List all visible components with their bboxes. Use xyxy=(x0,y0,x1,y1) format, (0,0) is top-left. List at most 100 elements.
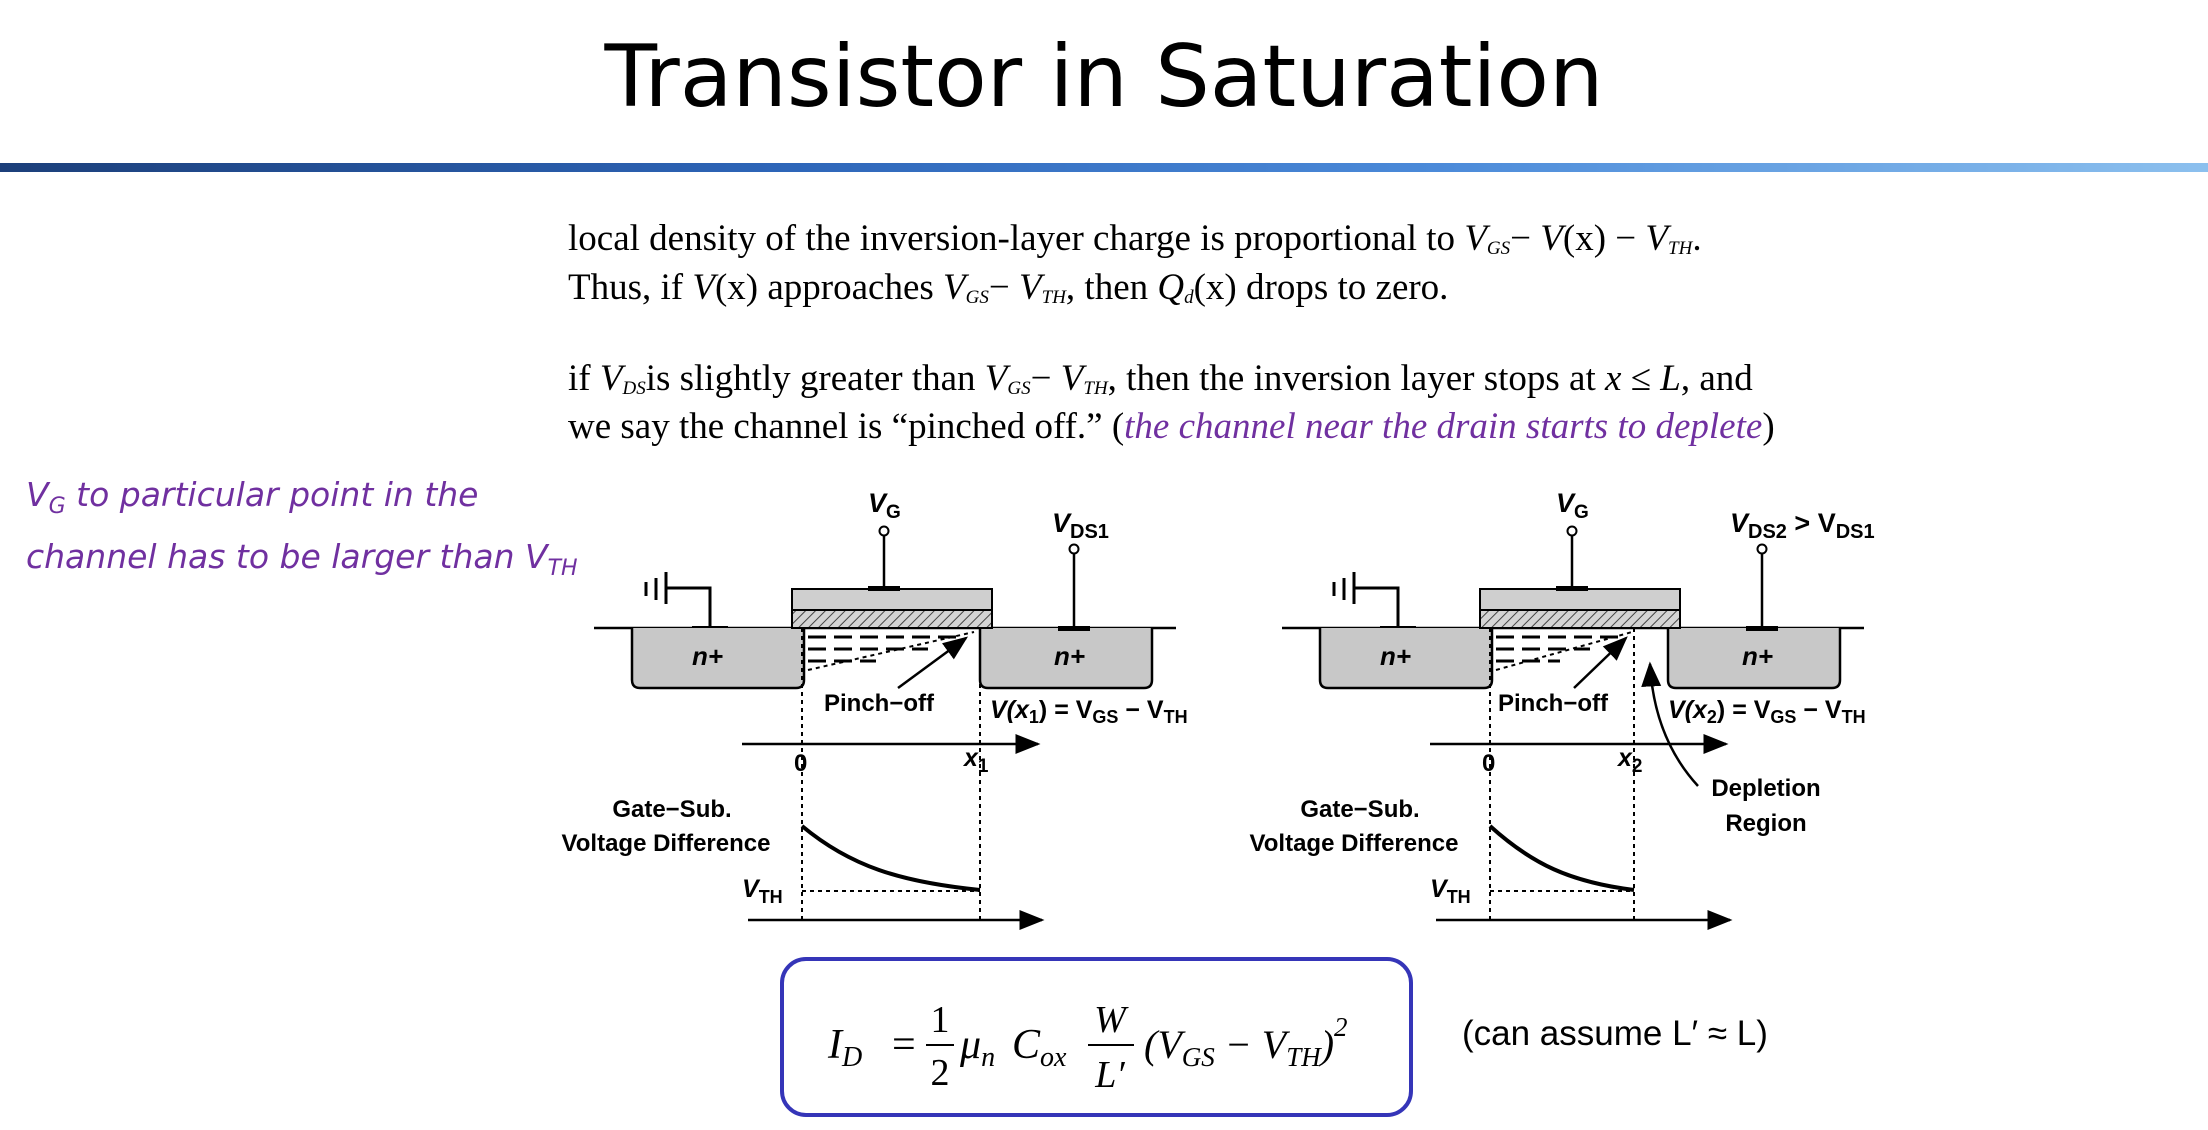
eq-id: ID xyxy=(827,1022,862,1073)
label-vth: VTH xyxy=(1430,875,1471,907)
label-voltage-difference: Voltage Difference xyxy=(562,830,771,857)
gate-terminal xyxy=(1566,525,1578,537)
eq-l-prime: L′ xyxy=(1094,1054,1125,1096)
pinch-off-arrow xyxy=(1573,636,1628,689)
gate-terminal xyxy=(878,525,890,537)
label-zero: 0 xyxy=(1482,750,1495,777)
pinch-off-diagram: VG VDS1 n+ n+ Pinch−off V(x1) = VGS − VT… xyxy=(562,488,1875,930)
label-n-plus-drain: n+ xyxy=(1054,641,1085,671)
text-run: , then xyxy=(1065,267,1158,308)
label-x2: x2 xyxy=(1616,744,1642,777)
equation-box xyxy=(780,957,1413,1117)
text-run: Thus, if xyxy=(568,267,693,308)
paragraph-1-line-1: local density of the inversion-layer cha… xyxy=(568,214,1702,273)
var-v: V xyxy=(1019,267,1042,308)
saturation-current-equation: ID = 1 2 μn Cox W L′ (VGS − VTH)2 xyxy=(827,999,1348,1096)
text-run: ) xyxy=(1762,406,1775,447)
label-x1: x1 xyxy=(962,744,989,777)
paragraph-2-line-2: we say the channel is “pinched off.” (th… xyxy=(568,402,1775,451)
source-well xyxy=(1318,628,1494,690)
label-vds1: VDS1 xyxy=(1052,508,1109,543)
text-run: we say the channel is “pinched off.” ( xyxy=(568,406,1125,447)
text-run: , then the inversion layer stops at xyxy=(1107,358,1606,399)
sub-g: G xyxy=(48,494,66,519)
gate-contact xyxy=(1556,586,1588,591)
gate-sub-voltage-curve xyxy=(800,824,981,892)
gate-poly xyxy=(1479,588,1681,611)
sub-th: TH xyxy=(547,556,578,581)
text-run: channel has to be larger than V xyxy=(26,537,548,576)
text-run: approaches xyxy=(758,267,944,308)
label-n-plus-drain: n+ xyxy=(1742,641,1773,671)
arg-x: (x) xyxy=(1562,218,1607,259)
label-vx2: V(x2) = VGS − VTH xyxy=(1668,696,1866,727)
eq-cox: Cox xyxy=(1012,1022,1067,1073)
minus: − xyxy=(1030,358,1061,399)
sub-gs: GS xyxy=(1007,378,1031,399)
minus: − xyxy=(1510,218,1541,259)
drain-terminal xyxy=(1756,543,1768,555)
gate-poly xyxy=(791,588,993,611)
label-zero: 0 xyxy=(794,750,807,777)
drain-contact xyxy=(1746,626,1778,631)
label-voltage-difference: Voltage Difference xyxy=(1250,830,1459,857)
depletion-arrow xyxy=(1641,661,1699,787)
minus: − xyxy=(1606,218,1646,259)
text-run: to particular point in the xyxy=(65,475,479,514)
gate-contact xyxy=(868,586,900,591)
text-run: local density of the inversion-layer cha… xyxy=(568,218,1465,259)
var-v: V xyxy=(1464,218,1487,259)
slide-title: Transistor in Saturation xyxy=(604,27,1604,127)
drain-well xyxy=(978,628,1154,690)
label-vg: VG xyxy=(868,488,901,523)
text-run: V xyxy=(26,475,49,514)
label-pinch-off: Pinch−off xyxy=(824,690,935,717)
var-v: V xyxy=(984,358,1008,399)
side-note-line-1: VG to particular point in the xyxy=(26,470,578,532)
label-gate-sub: Gate−Sub. xyxy=(612,796,731,823)
period: . xyxy=(1692,218,1702,259)
gate-sub-voltage-curve xyxy=(1488,824,1635,892)
sub-d: d xyxy=(1184,287,1194,308)
text-run: drops to zero. xyxy=(1236,267,1449,308)
source-well xyxy=(630,628,806,690)
text-run: , and xyxy=(1680,358,1753,399)
sub-gs: GS xyxy=(965,287,989,308)
sub-th: TH xyxy=(1041,287,1066,308)
paragraph-1-line-2: Thus, if V(x) approaches VGS− VTH, then … xyxy=(568,263,1448,322)
drain-terminal xyxy=(1068,543,1080,555)
var-v: V xyxy=(692,267,715,308)
label-pinch-off: Pinch−off xyxy=(1498,690,1609,717)
var-v: V xyxy=(1645,218,1669,259)
minus: − xyxy=(988,267,1020,308)
highlight-deplete: the channel near the drain starts to dep… xyxy=(1124,406,1763,447)
pinch-off-arrow xyxy=(897,636,969,690)
drain-well xyxy=(1666,628,1842,690)
side-note-line-2: channel has to be larger than VTH xyxy=(26,532,578,594)
figure-right: VG VDS2 > VDS1 n+ n+ Pinch−off V(x2) = V… xyxy=(1250,488,1875,930)
var-x: x xyxy=(1605,358,1622,399)
var-v: V xyxy=(599,358,623,399)
label-vx1: V(x1) = VGS − VTH xyxy=(990,696,1188,727)
label-vds2: VDS2 > VDS1 xyxy=(1730,508,1875,543)
figure-left: VG VDS1 n+ n+ Pinch−off V(x1) = VGS − VT… xyxy=(562,488,1188,930)
sub-th: TH xyxy=(1083,378,1108,399)
side-note: VG to particular point in the channel ha… xyxy=(26,470,578,594)
eq-one: 1 xyxy=(931,999,950,1041)
label-depletion: Depletion xyxy=(1711,775,1820,802)
channel-charge xyxy=(1496,635,1618,663)
label-vg: VG xyxy=(1556,488,1589,523)
label-n-plus-source: n+ xyxy=(692,641,723,671)
var-q: Q xyxy=(1157,267,1185,308)
arg-x: (x) xyxy=(714,267,759,308)
ground-icon xyxy=(1332,572,1400,628)
sub-gs: GS xyxy=(1486,238,1511,259)
label-gate-sub: Gate−Sub. xyxy=(1300,796,1419,823)
eq-equals: = xyxy=(892,1022,916,1068)
label-region: Region xyxy=(1725,810,1806,837)
eq-w: W xyxy=(1094,999,1129,1041)
var-v: V xyxy=(943,267,966,308)
text-run: is slightly greater than xyxy=(645,358,985,399)
eq-bracket-term: (VGS − VTH)2 xyxy=(1144,1012,1348,1072)
channel-charge xyxy=(808,635,956,663)
